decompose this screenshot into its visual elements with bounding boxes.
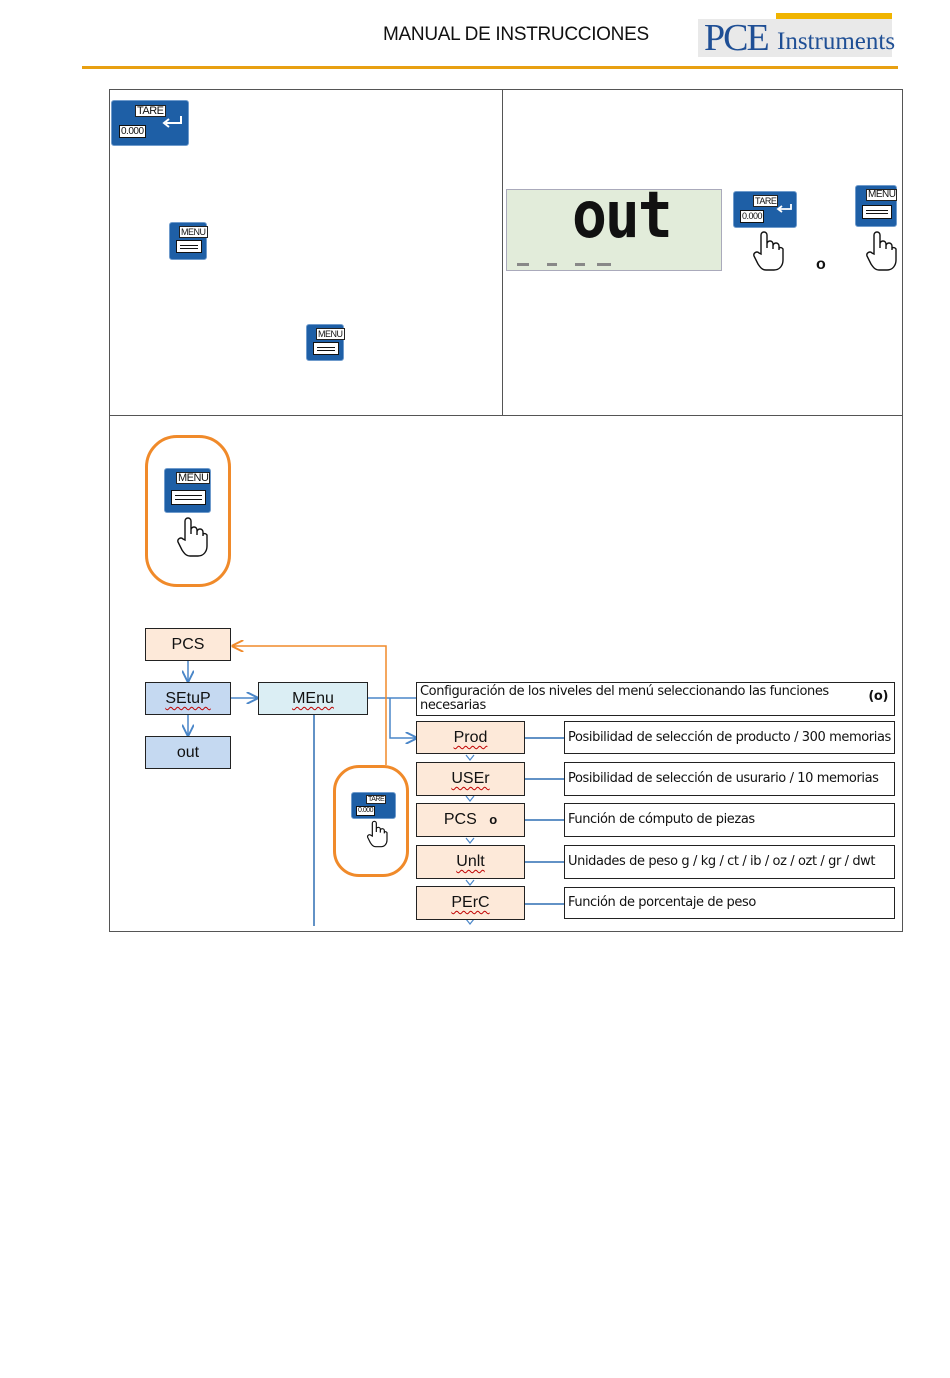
flow-setup-box: SEtuP	[145, 682, 231, 715]
menu-description-box: Configuración de los niveles del menú se…	[416, 682, 895, 716]
flow-item-prod: Prod	[416, 721, 525, 754]
tare-key-display-3: 0.000	[356, 806, 376, 816]
tare-key-display-2: 0.000	[740, 210, 765, 223]
menu-description-text: Configuración de los niveles del menú se…	[420, 684, 829, 713]
pointing-hand-icon	[753, 231, 784, 271]
flow-desc-user: Posibilidad de selección de usurario / 1…	[564, 762, 895, 796]
lcd-indicator-row	[517, 263, 611, 266]
flow-item-user-label: USEr	[451, 770, 490, 787]
menu-key-label-3: MENU	[866, 189, 898, 201]
flow-desc-unit: Unidades de peso g / kg / ct / ib / oz /…	[564, 845, 895, 879]
flow-menu-label: MEnu	[292, 690, 334, 707]
menu-lines-icon-4	[171, 490, 206, 505]
lcd-readout: out	[572, 177, 673, 253]
logo-pce-text: PCE	[704, 17, 770, 59]
or-text: o	[816, 256, 826, 273]
flow-item-prod-label: Prod	[453, 729, 488, 746]
pointing-hand-icon-2	[866, 231, 897, 271]
tare-key-icon-3: TARE 0.000	[351, 792, 396, 819]
flow-out-box: out	[145, 736, 231, 769]
flow-item-unit-label: Unlt	[456, 853, 485, 870]
menu-lines-icon-2	[313, 342, 339, 355]
logo-instruments-text: Instruments	[777, 28, 896, 55]
flow-item-unit: Unlt	[416, 845, 525, 879]
tare-callout	[333, 765, 409, 877]
menu-key-icon-3: MENU	[855, 185, 898, 227]
flow-item-pcs-label: PCS	[443, 811, 477, 828]
enter-arrow-icon	[162, 116, 182, 128]
menu-key-label-2: MENU	[316, 328, 345, 340]
menu-key-icon-4: MENU	[164, 468, 211, 513]
menu-key-icon-2: MENU	[306, 324, 345, 361]
document-title: MANUAL DE INSTRUCCIONES	[383, 24, 649, 45]
tare-key-label-2: TARE	[753, 195, 779, 207]
flow-item-pcs: PCS o	[416, 803, 525, 837]
tare-key-label-3: TARE	[366, 795, 387, 804]
flow-desc-perc: Función de porcentaje de peso	[564, 887, 895, 919]
pointing-hand-icon-3	[177, 517, 208, 557]
flow-item-perc: PErC	[416, 886, 525, 920]
lcd-display	[506, 189, 722, 271]
menu-description-suffix: (o)	[868, 689, 888, 704]
header-rule	[82, 66, 898, 69]
tare-key-icon: TARE 0.000	[111, 100, 189, 146]
panel-bottom	[109, 415, 903, 932]
tare-key-display: 0.000	[119, 125, 146, 138]
flow-desc-pcs: Función de cómputo de piezas	[564, 803, 895, 837]
logo-accent-bar	[776, 13, 892, 19]
flow-item-perc-label: PErC	[451, 894, 490, 911]
flow-pcs-box: PCS	[145, 628, 231, 661]
pointing-hand-icon-4	[367, 820, 388, 848]
logo-background	[698, 19, 892, 57]
flow-item-user: USEr	[416, 762, 525, 796]
menu-lines-icon	[176, 240, 202, 253]
enter-arrow-icon-2	[776, 204, 792, 213]
flow-item-pcs-suffix: o	[489, 812, 498, 827]
menu-key-label: MENU	[179, 226, 208, 238]
tare-key-icon-2: TARE 0.000	[733, 191, 797, 228]
menu-key-label-4: MENU	[176, 472, 211, 484]
flow-setup-label: SEtuP	[165, 690, 211, 707]
tare-key-label: TARE	[135, 105, 166, 117]
menu-lines-icon-3	[862, 205, 892, 219]
menu-key-icon: MENU	[169, 222, 208, 260]
menu-callout	[145, 435, 231, 587]
flow-menu-box: MEnu	[258, 682, 368, 715]
flow-desc-prod: Posibilidad de selección de producto / 3…	[564, 721, 895, 754]
